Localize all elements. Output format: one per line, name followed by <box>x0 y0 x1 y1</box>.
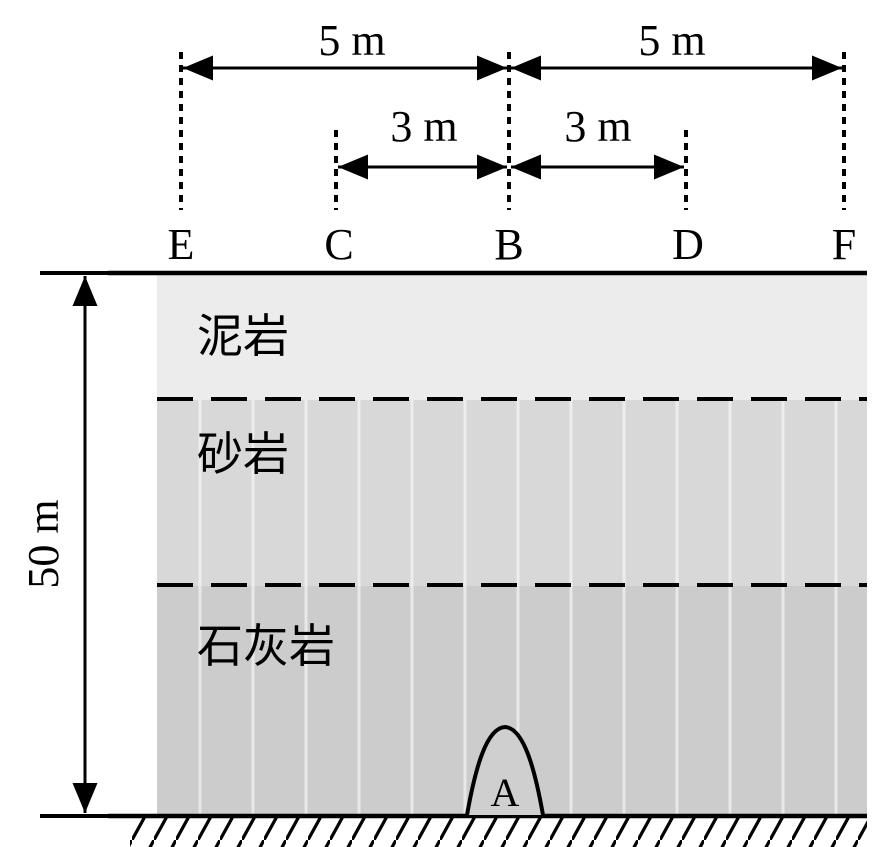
layer-texture <box>198 400 838 815</box>
point-label-d: D <box>672 220 704 269</box>
point-label-e: E <box>168 220 195 269</box>
mudstone-label: 泥岩 <box>197 309 289 363</box>
sandstone-layer <box>157 400 867 586</box>
reference-lines <box>179 52 846 210</box>
limestone-label: 石灰岩 <box>197 619 335 673</box>
dim-label-bd: 3 m <box>564 102 631 151</box>
point-label-f: F <box>832 220 856 269</box>
dim-label-bf: 5 m <box>638 16 705 65</box>
point-label-c: C <box>324 220 353 269</box>
depth-label: 50 m <box>19 499 68 588</box>
cavity-a <box>465 724 545 816</box>
base-hatching <box>130 817 867 847</box>
point-label-b: B <box>494 220 523 269</box>
cavity-a-label: A <box>491 770 520 815</box>
dim-label-eb: 5 m <box>318 16 385 65</box>
sandstone-label: 砂岩 <box>197 427 289 481</box>
mudstone-layer <box>157 273 867 400</box>
dim-label-cb: 3 m <box>390 102 457 151</box>
